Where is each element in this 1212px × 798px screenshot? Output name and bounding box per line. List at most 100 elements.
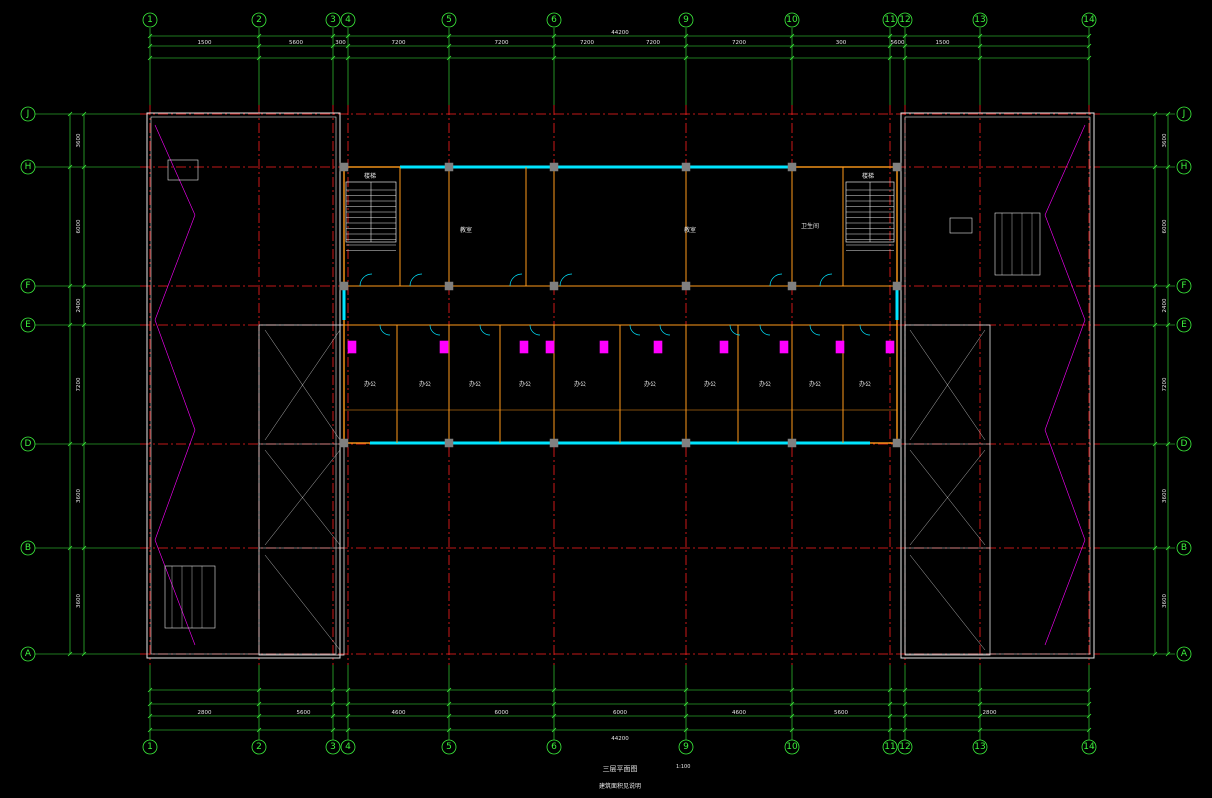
axis-label: 11 xyxy=(884,15,895,25)
dim-tick xyxy=(977,55,983,61)
dim-chain-top: 5600 xyxy=(891,40,905,46)
axis-bubble xyxy=(325,12,341,28)
dim-tick xyxy=(81,441,87,447)
dim-tick xyxy=(1165,441,1171,447)
dim-tick xyxy=(67,441,73,447)
axis-label: 13 xyxy=(974,742,985,752)
dim-tick xyxy=(81,545,87,551)
dim-tick xyxy=(1165,322,1171,328)
dim-tick xyxy=(1086,55,1092,61)
sanitary-fixture xyxy=(545,340,555,354)
axis-label: 14 xyxy=(1083,742,1095,752)
roof-slope-line xyxy=(264,449,341,546)
dim-tick xyxy=(551,713,557,719)
slope-line xyxy=(154,319,196,431)
axis-label: F xyxy=(25,281,30,291)
room-label: 办公 xyxy=(644,380,656,388)
axis-bubble xyxy=(1176,540,1192,556)
axis-bubble xyxy=(142,739,158,755)
dim-tick xyxy=(789,701,795,707)
dim-chain-left: 2400 xyxy=(76,298,82,312)
axis-label: 13 xyxy=(974,15,985,25)
dim-tick xyxy=(902,55,908,61)
dim-tick xyxy=(330,701,336,707)
structural-column xyxy=(444,162,454,172)
right-wing-inner xyxy=(904,116,1091,655)
dim-tick xyxy=(330,55,336,61)
axis-label: E xyxy=(1181,320,1187,330)
dim-tick xyxy=(1165,111,1171,117)
dim-tick xyxy=(345,687,351,693)
sanitary-fixture xyxy=(779,340,789,354)
building-outline xyxy=(146,112,1095,659)
dim-tick xyxy=(345,701,351,707)
dim-tick xyxy=(330,727,336,733)
dim-tick xyxy=(67,651,73,657)
door-swing xyxy=(659,324,671,336)
dim-chain-left: 3600 xyxy=(76,133,82,147)
dim-tick xyxy=(81,651,87,657)
dim-chain-bottom: 5600 xyxy=(297,710,311,716)
dim-tick xyxy=(446,727,452,733)
dim-tick xyxy=(1152,111,1158,117)
axis-label: 11 xyxy=(884,742,895,752)
door-swing xyxy=(859,324,871,336)
door-swing xyxy=(769,273,783,287)
axis-bubble xyxy=(678,739,694,755)
structural-column xyxy=(549,281,559,291)
dim-chain-bottom: 5600 xyxy=(834,710,848,716)
dim-tick xyxy=(977,727,983,733)
room-label: 卫生间 xyxy=(801,222,819,230)
right-wing-outline xyxy=(900,112,1095,659)
equipment-small xyxy=(949,217,973,234)
slope-line xyxy=(154,539,196,646)
sanitary-fixture xyxy=(885,340,895,354)
dim-tick xyxy=(81,322,87,328)
dim-tick xyxy=(345,55,351,61)
structural-column xyxy=(339,281,349,291)
dim-tick xyxy=(1086,687,1092,693)
structural-column xyxy=(339,438,349,448)
dim-tick xyxy=(902,701,908,707)
door-swing xyxy=(409,273,423,287)
structural-column xyxy=(681,281,691,291)
axis-label: 10 xyxy=(786,742,798,752)
dim-chain-left: 3600 xyxy=(76,594,82,608)
dim-tick xyxy=(147,33,153,39)
axis-label: B xyxy=(25,543,31,553)
axis-bubble xyxy=(20,159,36,175)
dim-tick xyxy=(330,33,336,39)
room-label: 办公 xyxy=(704,380,716,388)
door-swing xyxy=(729,324,741,336)
dim-tick xyxy=(67,164,73,170)
axis-label: J xyxy=(26,109,30,119)
structural-column xyxy=(444,281,454,291)
dim-tick xyxy=(147,55,153,61)
room-label: 办公 xyxy=(519,380,531,388)
dim-tick xyxy=(887,33,893,39)
dim-chain-top: 5600 xyxy=(289,40,303,46)
axis-label: H xyxy=(25,162,32,172)
dim-tick xyxy=(67,111,73,117)
axis-bubble xyxy=(1176,436,1192,452)
dim-tick xyxy=(789,55,795,61)
dim-tick xyxy=(551,727,557,733)
axis-label: 6 xyxy=(551,742,557,752)
dim-tick xyxy=(1152,283,1158,289)
door-swing xyxy=(429,324,441,336)
dim-tick xyxy=(256,687,262,693)
dim-tick xyxy=(67,322,73,328)
dim-tick xyxy=(147,687,153,693)
equipment-small xyxy=(167,159,199,181)
dim-chain-top: 300 xyxy=(836,40,847,46)
dim-tick xyxy=(330,687,336,693)
axis-label: 2 xyxy=(256,742,262,752)
roof-slope-line xyxy=(264,329,341,441)
room-label: 教室 xyxy=(460,226,472,234)
dim-tick xyxy=(446,43,452,49)
axis-bubble xyxy=(251,12,267,28)
axis-label: 4 xyxy=(345,742,351,752)
slope-line xyxy=(154,214,196,321)
axis-bubble xyxy=(20,540,36,556)
dim-chain-top: 7200 xyxy=(392,40,406,46)
